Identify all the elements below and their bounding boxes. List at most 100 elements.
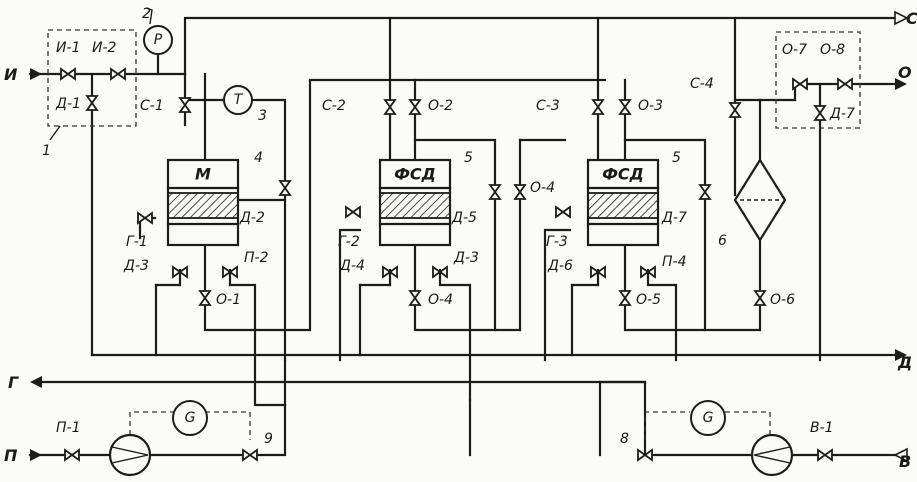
label-output-c: С [906,9,917,28]
valve-g3-icon [555,206,571,218]
valve-p1-icon [64,449,80,461]
valve-label-p2: П-2 [244,250,269,266]
pipes [28,16,897,457]
valve-label-g1: Г-1 [126,234,148,250]
output-d-arrow [895,349,907,361]
valve-labels: И-1 И-2 Д-1 С-1 Д-2 Г-1 Д-3 П-2 О-1 С-2 … [55,40,855,436]
valve-label-o3: О-3 [638,98,663,114]
pump-right [750,433,794,477]
callout-8: 8 [620,431,629,447]
valve-label-c2: С-2 [322,98,346,114]
temperature-label: Т [234,92,244,108]
valve-label-d2: Д-2 [239,210,265,226]
valve-o6-icon [754,290,766,306]
output-g-arrow [30,376,42,388]
callout-3: 3 [258,108,267,124]
valve-label-d6: Д-6 [547,258,573,274]
valve-label-c4: С-4 [690,76,714,92]
valve-d7b-icon [814,105,826,121]
valve-label-o6: О-6 [770,292,795,308]
label-input-i: И [4,65,18,84]
valve-label-d1: Д-1 [55,96,81,112]
label-input-v: В [899,452,911,471]
mixer-label: М [195,165,211,184]
callout-6: 6 [718,233,727,249]
valve-o1-icon [199,290,211,306]
valve-o4a-icon [409,290,421,306]
callout-9: 9 [264,431,273,447]
valve-o8-icon [837,78,853,90]
callout-4: 4 [254,150,263,166]
valve-label-o7: О-7 [782,42,807,58]
fsd1-vessel [378,158,452,247]
output-o-arrow [895,78,907,90]
valve-o4-icon [514,184,526,200]
valve-label-d3: Д-3 [123,258,149,274]
generator-right [690,400,726,436]
fsd2-label: ФСД [602,165,644,184]
mixer-vessel [166,158,240,247]
valve-label-i2: И-2 [92,40,117,56]
valve-label-d7: Д-7 [661,210,687,226]
filter-element [733,157,787,243]
temperature-sensor [223,85,253,115]
valve-label-c3: С-3 [536,98,560,114]
line-labels: И С О Д Г П В [4,9,917,471]
label-input-p: П [4,446,18,465]
generator-left-label: G [185,410,196,426]
pressure-gauge [143,7,173,76]
valve-o5-icon [619,290,631,306]
callout-2: 2 [142,6,151,22]
generator-right-label: G [703,410,714,426]
valve-label-p4: П-4 [662,254,687,270]
valve-o2-icon [409,99,421,115]
valve-d5-icon [489,184,501,200]
fsd2-vessel [586,158,660,247]
valve-label-o1: О-1 [216,292,241,308]
valve-d7-icon [699,184,711,200]
valve-label-i1: И-1 [56,40,80,56]
valve-label-c1: С-1 [140,98,164,114]
label-output-o: О [898,63,912,82]
dashed-annotations [47,29,861,440]
valve-label-o4a: О-4 [428,292,453,308]
valve-label-o5: О-5 [636,292,661,308]
line-arrows [30,10,909,463]
valve-c3-icon [592,99,604,115]
input-p-arrow [30,449,42,461]
valve-d1-icon [86,95,98,111]
valve-d2-icon [279,180,291,196]
input-v-arrow [893,447,908,463]
valve-label-d4: Д-4 [339,258,365,274]
valve-c2-icon [384,99,396,115]
valve-label-o4: О-4 [530,180,555,196]
valve-c1-icon [179,97,191,113]
valve-o3-icon [619,99,631,115]
valve-label-g2: Г-2 [338,234,360,250]
instrument-labels: Р Т G G М ФСД ФСД [154,32,714,426]
valve-9-icon [242,449,258,461]
valve-i1-icon [60,68,76,80]
pump-left [108,433,152,477]
callout-1: 1 [42,143,51,159]
valve-label-d5: Д-5 [451,210,477,226]
callout-5b: 5 [672,150,681,166]
valve-label-p1: П-1 [56,420,81,436]
label-output-d: Д [897,353,912,372]
valve-g1-icon [137,212,153,224]
pressure-label: Р [154,32,163,48]
generator-left [172,400,208,436]
valve-label-o2: О-2 [428,98,453,114]
valve-c4-icon [729,102,741,118]
valve-label-o8: О-8 [820,42,845,58]
callout-labels: 1 2 3 4 5 5 6 8 9 [42,6,727,447]
output-c-arrow [894,10,909,26]
valve-label-d3b: Д-3 [453,250,479,266]
valve-o7-icon [792,78,808,90]
valve-g2-icon [345,206,361,218]
fsd1-label: ФСД [394,165,436,184]
valve-i2-icon [110,68,126,80]
valve-label-d7b: Д-7 [829,106,855,122]
valve-label-g3: Г-3 [546,234,568,250]
